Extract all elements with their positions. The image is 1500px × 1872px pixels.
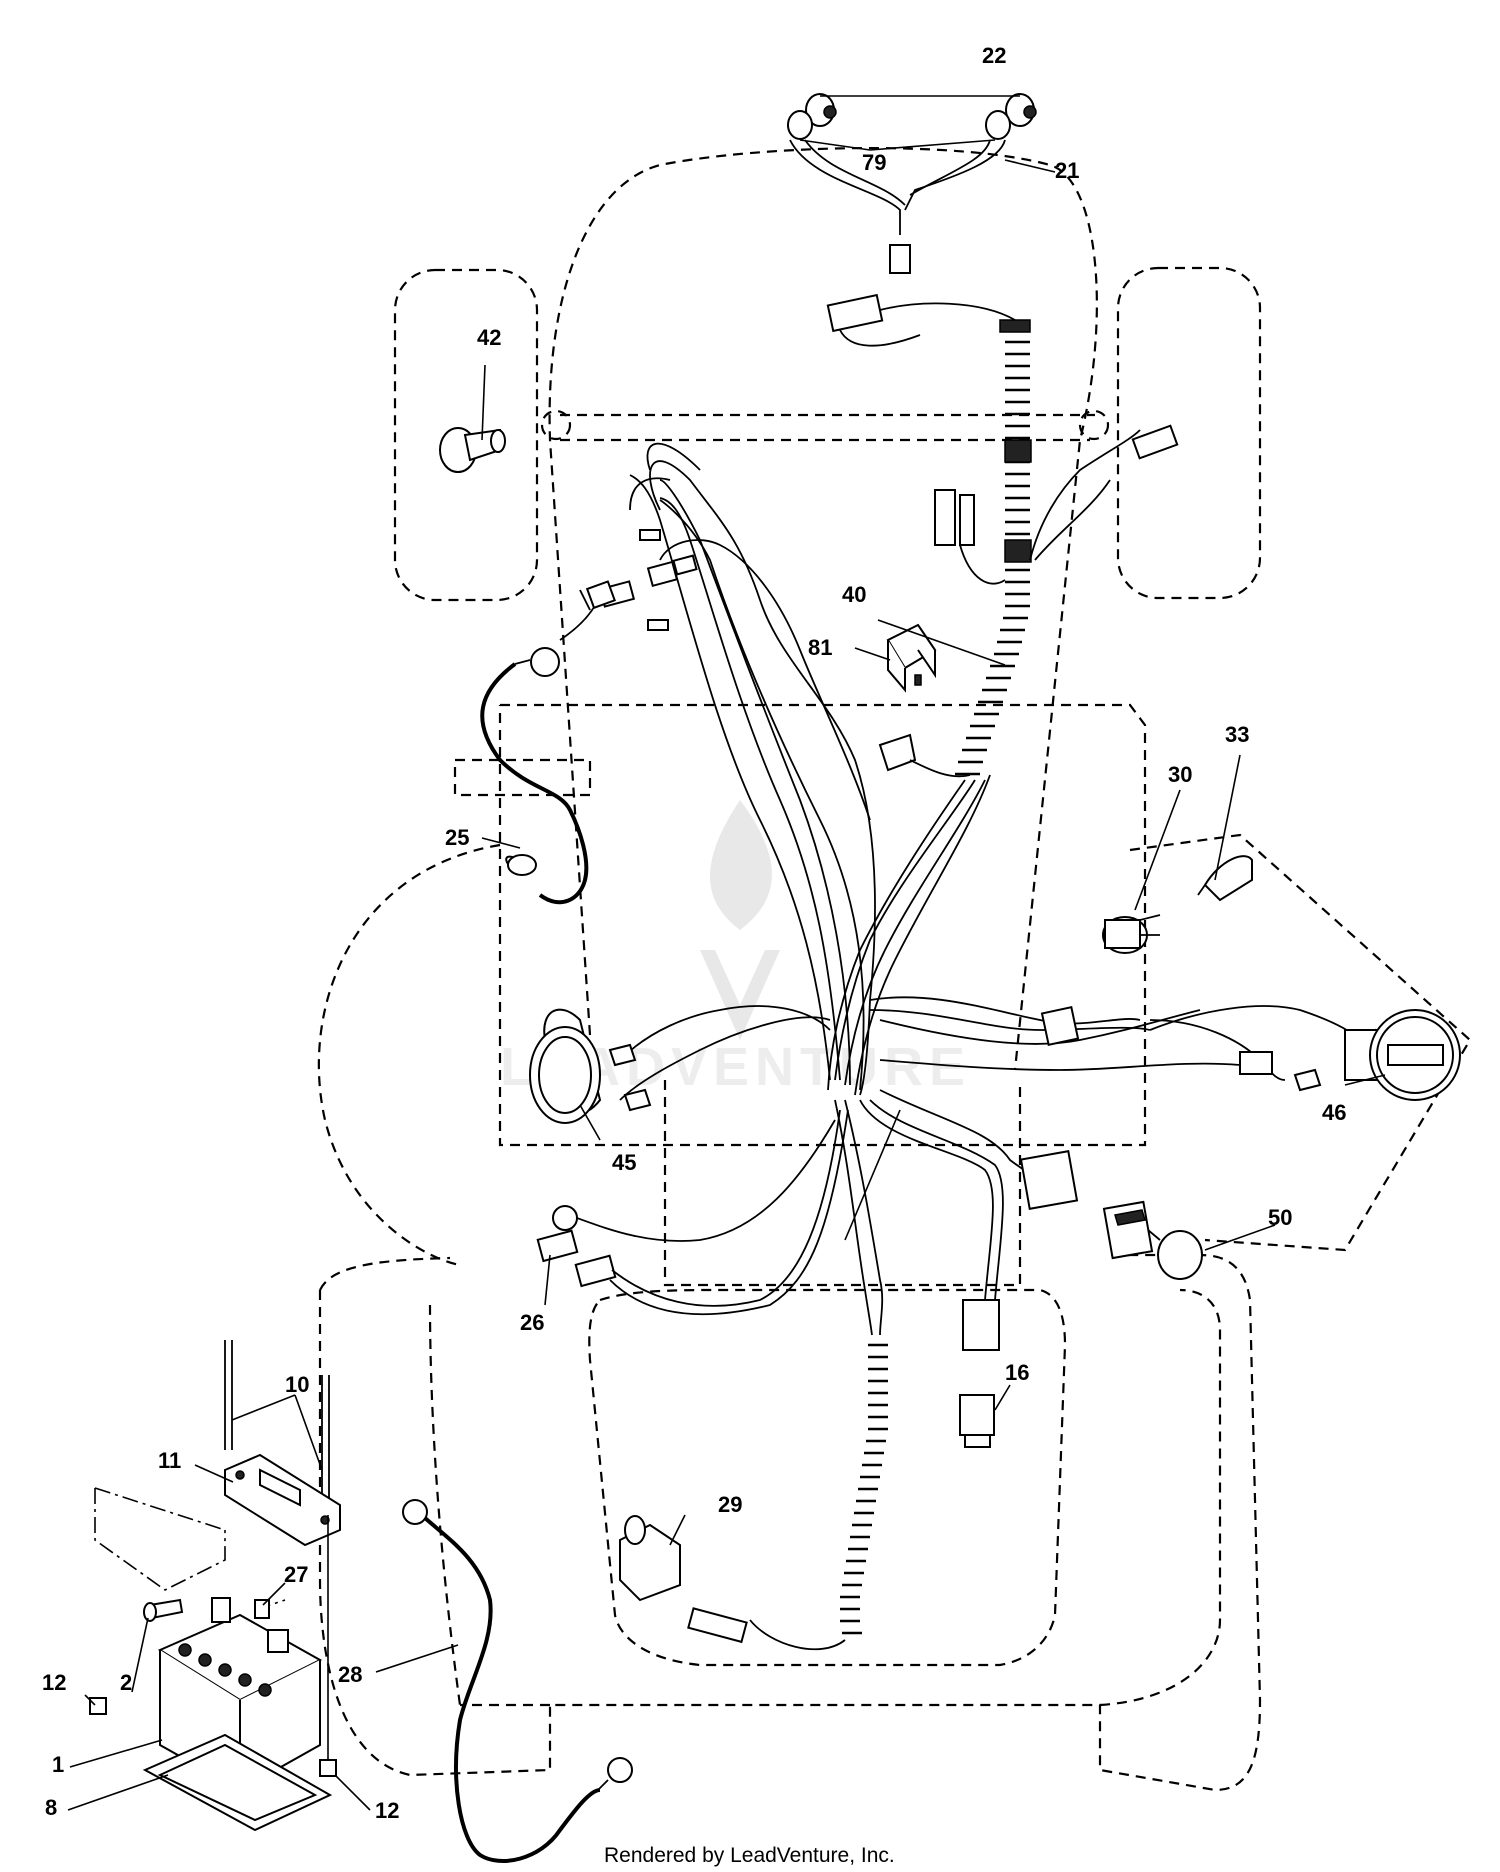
callout-22: 22 [982, 43, 1006, 68]
relay-81 [886, 623, 937, 693]
battery-assembly [89, 1340, 341, 1832]
tractor-outline [317, 147, 1472, 1792]
wire-loom-coil [955, 319, 1032, 776]
ignition-switch-30 [1102, 914, 1161, 954]
switch-50 [1102, 1200, 1203, 1280]
item-42 [439, 427, 506, 473]
pto-switch-29 [619, 1515, 748, 1644]
battery-cable-28 [402, 1499, 633, 1863]
callout-21: 21 [1055, 158, 1079, 183]
callout-33: 33 [1225, 722, 1249, 747]
callout-1: 1 [52, 1752, 64, 1777]
callout-16: 16 [1005, 1360, 1029, 1385]
leader-lines [67, 364, 1386, 1811]
lower-wire-loom [749, 1343, 888, 1651]
callout-30: 30 [1168, 762, 1192, 787]
callout-26: 26 [520, 1310, 544, 1335]
bracket-guide [94, 1488, 226, 1591]
callout-12-left: 12 [42, 1670, 66, 1695]
seat-switch-16 [959, 1394, 995, 1448]
callout-27: 27 [284, 1562, 308, 1587]
callout-42: 42 [477, 325, 501, 350]
callout-12-bottom: 12 [375, 1798, 399, 1823]
callout-40: 40 [842, 582, 866, 607]
main-harness [529, 293, 1461, 1651]
hour-meter-46 [1344, 1009, 1461, 1101]
callout-79: 79 [862, 150, 886, 175]
callout-28: 28 [338, 1662, 362, 1687]
headlights-assembly [787, 93, 1056, 274]
callout-labels: 22 79 21 42 40 81 33 30 25 46 45 50 26 1… [42, 43, 1346, 1823]
callout-29: 29 [718, 1492, 742, 1517]
key-33 [1197, 855, 1253, 902]
callout-81: 81 [808, 635, 832, 660]
callout-10: 10 [285, 1372, 309, 1397]
callout-45: 45 [612, 1150, 636, 1175]
callout-8: 8 [45, 1795, 57, 1820]
callout-11: 11 [158, 1448, 181, 1473]
footer-credit: Rendered by LeadVenture, Inc. [604, 1844, 895, 1867]
callout-50: 50 [1268, 1205, 1292, 1230]
battery-cable-25 [480, 580, 616, 905]
callout-46: 46 [1322, 1100, 1346, 1125]
callout-2: 2 [120, 1670, 132, 1695]
ammeter-gauge-45 [529, 1008, 602, 1124]
callout-25: 25 [445, 825, 469, 850]
